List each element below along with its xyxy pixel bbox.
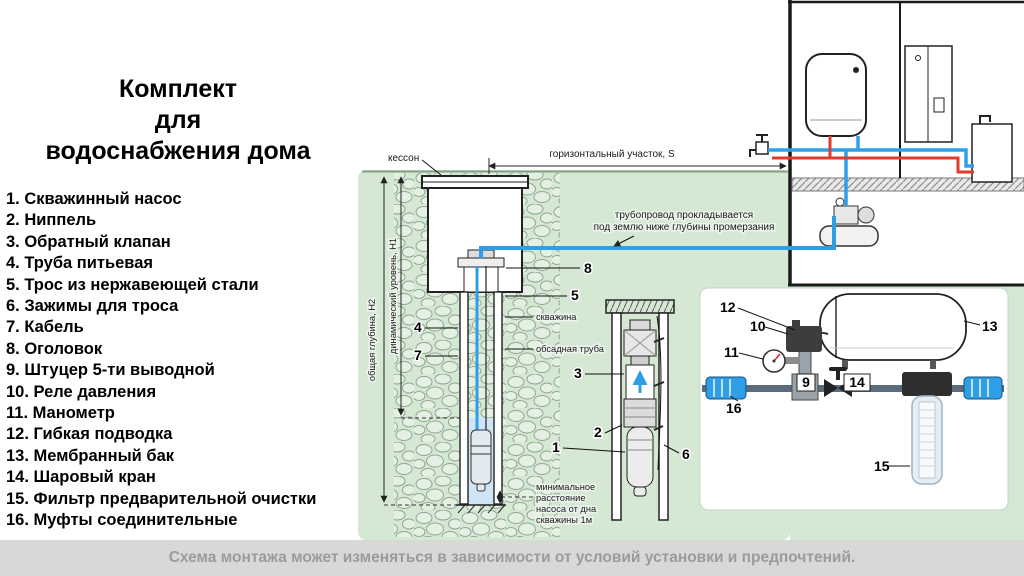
parts-list-item: 4. Труба питьевая <box>6 254 154 273</box>
faucet-icon <box>979 115 991 124</box>
callout-1: 1 <box>552 439 560 455</box>
parts-list-item: 6. Зажимы для троса <box>6 297 179 316</box>
floor-slab <box>791 177 1024 192</box>
nipple <box>630 355 650 366</box>
cable-line <box>656 315 662 471</box>
sink <box>971 115 1013 183</box>
callout-4: 4 <box>414 319 422 335</box>
label-total-depth: общая глубина, Н2 <box>367 299 377 381</box>
cold-distribution-pipe <box>768 148 974 168</box>
label-borehole: скважина <box>536 312 577 322</box>
membrane-tank <box>819 293 967 369</box>
parts-list-item: 16. Муфты соединительные <box>6 511 238 530</box>
callout-7: 7 <box>414 347 422 363</box>
parts-list-item: 15. Фильтр предварительной очистки <box>6 489 317 508</box>
parts-list: 1. Скважинный насос 2. Ниппель 3. Обратный… <box>6 189 360 532</box>
coupling-right <box>963 376 1003 400</box>
callout-16: 16 <box>726 400 742 416</box>
pump-motor <box>626 426 654 497</box>
check-valve <box>623 329 657 357</box>
pre-filter <box>902 372 952 485</box>
callout-14: 14 <box>849 374 865 390</box>
cable-clamps <box>653 337 665 431</box>
title-line-3: водоснабжения дома <box>45 137 311 165</box>
callout-5: 5 <box>571 287 579 303</box>
label-pipeline-note-2: под землю ниже глубины промерзания <box>594 221 775 233</box>
callout-6: 6 <box>682 446 690 462</box>
parts-list-item: 1. Скважинный насос <box>6 190 182 208</box>
equipment-inset <box>699 287 1009 511</box>
pressure-gauge <box>762 349 800 373</box>
title-line-1: Комплект <box>118 75 237 103</box>
coupling-left <box>705 376 747 400</box>
callout-12: 12 <box>720 299 736 315</box>
parts-list-item: 2. Ниппель <box>6 211 97 230</box>
label-casing-pipe: обсадная труба <box>536 344 605 354</box>
callout-10: 10 <box>750 318 766 334</box>
footer-note-bar: Схема монтажа может изменяться в зависим… <box>0 540 1024 576</box>
parts-list-item: 12. Гибкая подводка <box>6 425 173 444</box>
pump-detail-inset <box>605 299 675 521</box>
diagram-labels: кессон горизонтальный участок, S трубопр… <box>388 149 787 527</box>
pressure-switch <box>786 320 822 352</box>
label-min-distance-4: скважины 1м <box>536 515 592 525</box>
cold-supply-pipe <box>479 216 836 258</box>
callouts: 8 5 4 7 3 2 1 6 12 10 11 16 <box>413 259 1000 476</box>
callout-13: 13 <box>982 318 998 334</box>
parts-list-item: 11. Манометр <box>6 404 115 423</box>
callout-9: 9 <box>802 374 810 390</box>
callout-3: 3 <box>574 365 582 381</box>
label-min-distance-3: насоса от дна <box>536 504 597 514</box>
parts-list-item: 9. Штуцер 5-ти выводной <box>6 361 215 380</box>
outdoor-tap <box>749 134 769 157</box>
well <box>456 266 533 514</box>
boiler-cabinet <box>904 45 953 143</box>
label-pipeline-note-1: трубопровод прокладывается <box>615 209 753 221</box>
callout-11: 11 <box>724 344 739 360</box>
pump-station <box>819 197 879 247</box>
parts-list-item: 14. Шаровый кран <box>6 468 156 487</box>
page-title: Комплект для водоснабжения дома <box>0 74 356 167</box>
parts-list-item: 7. Кабель <box>6 318 84 337</box>
water-heater <box>805 53 867 137</box>
depth-dimensions: общая глубина, Н2 динамический уровень, … <box>366 176 468 506</box>
label-horizontal-section: горизонтальный участок, S <box>549 149 675 160</box>
pump-coupling <box>623 398 657 428</box>
label-min-distance-2: расстояние <box>536 493 586 503</box>
callout-15: 15 <box>874 458 890 474</box>
house <box>749 0 1024 287</box>
footer-note-text: Схема монтажа может изменяться в зависим… <box>168 549 856 566</box>
parts-list-item: 5. Трос из нержавеющей стали <box>6 275 259 294</box>
caisson <box>421 175 529 293</box>
callout-8: 8 <box>584 260 592 276</box>
pipes <box>479 136 974 258</box>
label-kesson: кессон <box>388 153 419 164</box>
borehole-pump <box>470 429 492 492</box>
parts-list-item: 10. Реле давления <box>6 382 157 401</box>
riser <box>798 349 812 377</box>
callout-2: 2 <box>594 424 602 440</box>
parts-list-item: 8. Оголовок <box>6 339 103 358</box>
title-line-2: для <box>154 106 202 134</box>
parts-list-item: 13. Мембранный бак <box>6 446 175 465</box>
label-dynamic-level: динамический уровень, Н1 <box>388 238 398 354</box>
parts-list-item: 3. Обратный клапан <box>6 232 171 251</box>
label-min-distance-1: минимальное <box>536 482 595 492</box>
